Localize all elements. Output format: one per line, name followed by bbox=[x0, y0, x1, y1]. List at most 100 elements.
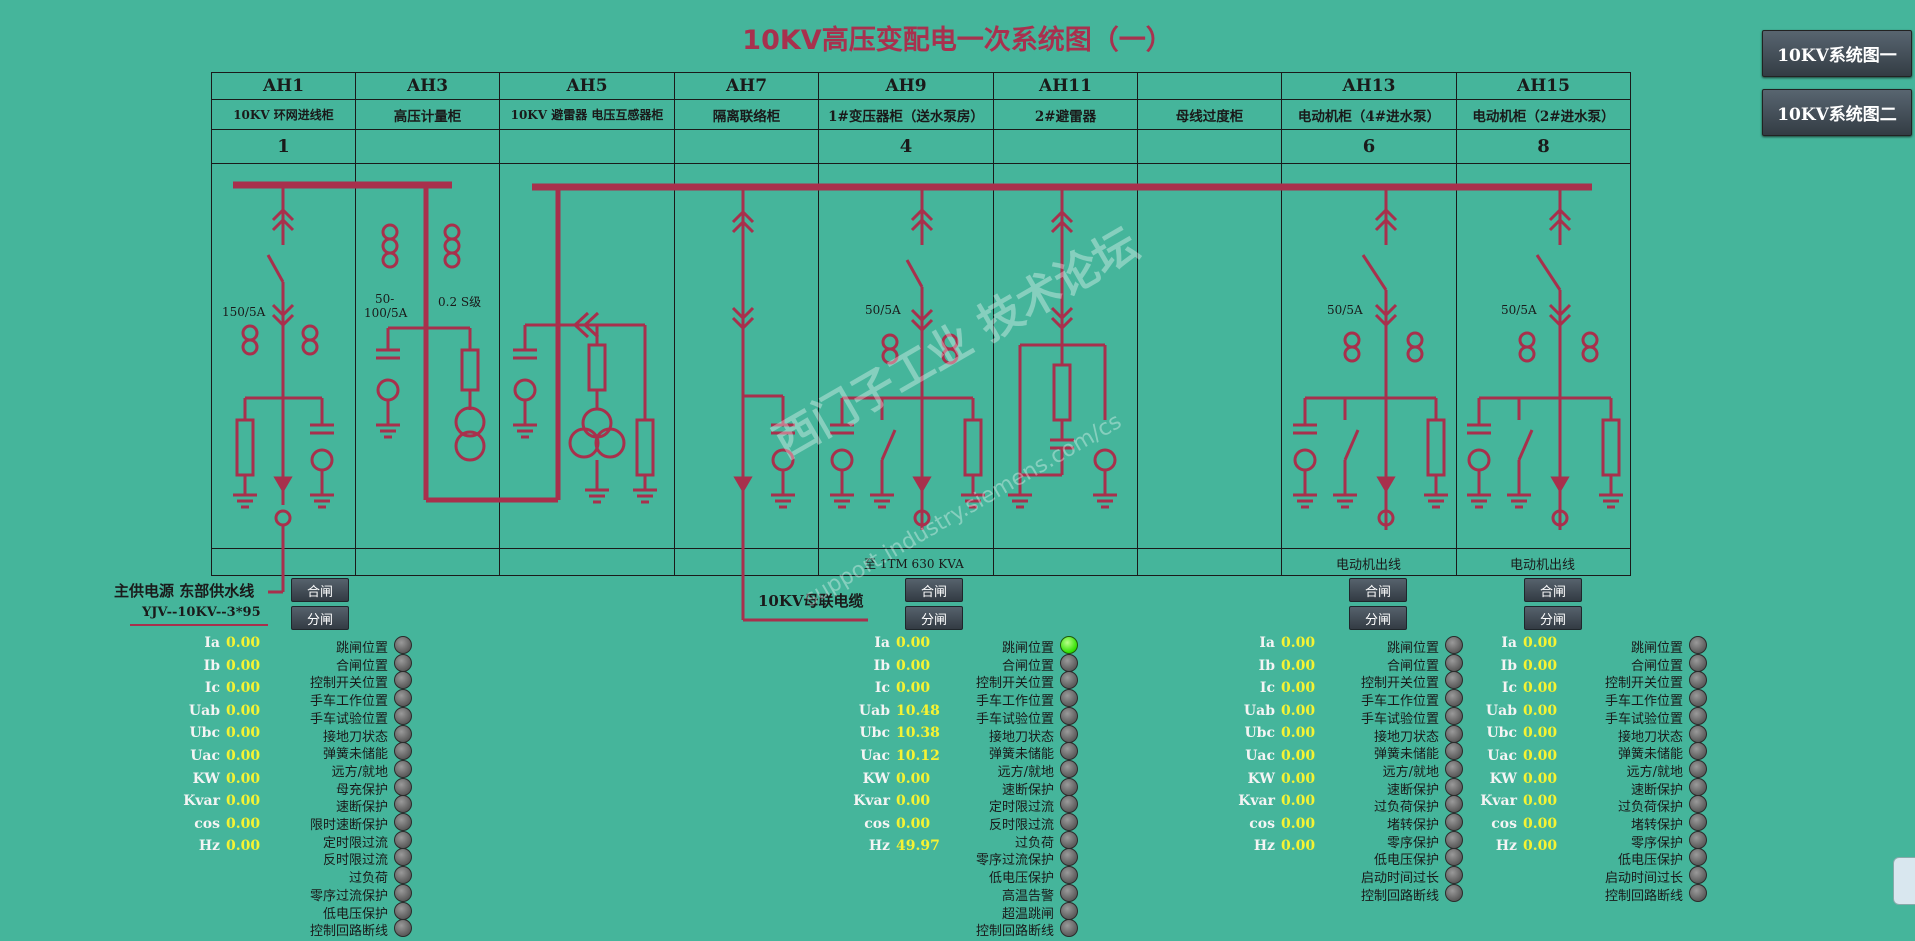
status-indicator-icon bbox=[1060, 777, 1078, 796]
close-button-ah1[interactable]: 合闸 bbox=[291, 578, 349, 602]
status-indicator-icon bbox=[1689, 830, 1707, 849]
status-indicator-icon bbox=[394, 901, 412, 920]
nav-system-diagram-2-button[interactable]: 10KV系统图二 bbox=[1762, 89, 1912, 136]
status-indicator-icon bbox=[1689, 653, 1707, 672]
measurement-value: 10.12 bbox=[896, 748, 940, 764]
open-button-ah15[interactable]: 分闸 bbox=[1524, 606, 1582, 630]
status-row: 堵转保护 bbox=[1265, 813, 1465, 833]
cabinet-code-ah11: AH11 bbox=[1039, 76, 1092, 96]
status-row: 控制回路断线 bbox=[880, 919, 1080, 940]
ct-ratio-ah13: 50/5A bbox=[1327, 303, 1363, 317]
measurement-value: 0.00 bbox=[1523, 725, 1558, 742]
measurement-value: 0.00 bbox=[226, 838, 261, 855]
close-button-ah9[interactable]: 合闸 bbox=[905, 578, 963, 602]
status-indicator-icon bbox=[1060, 901, 1078, 920]
status-row: 母充保护 bbox=[214, 777, 414, 798]
status-indicator-icon bbox=[394, 653, 412, 672]
measurement-label: Ib bbox=[873, 657, 890, 674]
status-row: 控制开关位置 bbox=[880, 671, 1080, 692]
status-indicator-icon bbox=[394, 671, 412, 690]
status-indicator-icon bbox=[1445, 742, 1463, 761]
status-row: 合闸位置 bbox=[1509, 653, 1709, 674]
open-button-ah1[interactable]: 分闸 bbox=[291, 606, 349, 630]
status-row: 速断保护 bbox=[1265, 777, 1465, 798]
measurement-label: Kvar bbox=[1238, 793, 1275, 810]
status-row: 过负荷 bbox=[880, 830, 1080, 851]
measurement-label: Ia bbox=[874, 635, 890, 651]
ct-ratio-ah1: 150/5A bbox=[222, 305, 266, 319]
status-row: 合闸位置 bbox=[880, 653, 1080, 674]
measurement-label: cos bbox=[1491, 815, 1517, 832]
status-indicator-icon bbox=[394, 866, 412, 885]
status-indicator-icon bbox=[1060, 919, 1078, 938]
close-button-ah15[interactable]: 合闸 bbox=[1524, 578, 1582, 602]
status-row: 手车工作位置 bbox=[880, 689, 1080, 709]
measurement-label: cos bbox=[864, 815, 890, 832]
measurement-value: 0.00 bbox=[1523, 838, 1558, 855]
measurement-label: Kvar bbox=[853, 793, 890, 810]
status-row: 低电压保护 bbox=[214, 901, 414, 922]
measurement-label: cos bbox=[1249, 815, 1275, 832]
measurement-label: Kvar bbox=[1480, 793, 1517, 810]
measurement-value: 0.00 bbox=[226, 657, 261, 674]
status-row: 速断保护 bbox=[214, 795, 414, 815]
status-indicator-icon bbox=[394, 777, 412, 796]
status-label: 控制回路断线 bbox=[309, 924, 388, 940]
status-indicator-icon bbox=[394, 689, 412, 708]
status-label: 远方/就地 bbox=[997, 764, 1054, 780]
status-row: 弹簧未储能 bbox=[214, 742, 414, 762]
measurement-label: Hz bbox=[198, 838, 220, 855]
status-label: 手车工作位置 bbox=[309, 694, 388, 710]
status-row: 定时限过流 bbox=[880, 795, 1080, 815]
open-button-ah13[interactable]: 分闸 bbox=[1349, 606, 1407, 630]
status-indicator-icon bbox=[1060, 795, 1078, 814]
status-label: 跳闸位置 bbox=[1001, 641, 1054, 656]
status-label: 接地刀状态 bbox=[988, 729, 1054, 745]
cabinet-code-ah5: AH5 bbox=[566, 76, 608, 96]
status-indicator-icon bbox=[1445, 777, 1463, 796]
status-label: 控制开关位置 bbox=[975, 676, 1054, 692]
measurement-label: Uac bbox=[860, 748, 890, 764]
measurement-value: 0.00 bbox=[226, 748, 261, 764]
status-indicator-icon bbox=[1689, 813, 1707, 831]
status-row: 控制回路断线 bbox=[214, 919, 414, 940]
open-button-ah9[interactable]: 分闸 bbox=[905, 606, 963, 630]
status-label: 合闸位置 bbox=[1386, 658, 1439, 674]
status-indicator-icon bbox=[1689, 866, 1707, 885]
status-row: 零序保护 bbox=[1509, 830, 1709, 851]
status-row: 过负荷保护 bbox=[1509, 795, 1709, 815]
status-row: 超温跳闸 bbox=[880, 901, 1080, 922]
status-indicator-icon bbox=[394, 883, 412, 902]
measurement-label: Kvar bbox=[183, 793, 220, 810]
status-label: 合闸位置 bbox=[1001, 658, 1054, 674]
nav-system-diagram-1-button[interactable]: 10KV系统图一 bbox=[1762, 30, 1912, 77]
measurement-value: 0.00 bbox=[226, 793, 261, 810]
status-label: 低电压保护 bbox=[1617, 853, 1683, 869]
status-label: 控制回路断线 bbox=[975, 924, 1054, 940]
status-row: 反时限过流 bbox=[214, 848, 414, 868]
measurement-value: 0.00 bbox=[1281, 657, 1316, 674]
status-row: 控制回路断线 bbox=[1509, 883, 1709, 904]
status-row: 手车试验位置 bbox=[1265, 706, 1465, 727]
status-row: 手车试验位置 bbox=[214, 706, 414, 727]
status-indicator-icon bbox=[1060, 636, 1078, 654]
status-label: 过负荷 bbox=[1014, 835, 1054, 851]
measurement-value: 0.00 bbox=[226, 725, 261, 742]
status-row: 接地刀状态 bbox=[1509, 724, 1709, 745]
measurement-label: Ia bbox=[1501, 635, 1517, 651]
measurement-label: Ubc bbox=[1486, 725, 1517, 742]
measurement-label: Hz bbox=[1495, 838, 1517, 855]
side-panel-toggle-icon[interactable] bbox=[1893, 857, 1915, 905]
measurement-label: Uac bbox=[1245, 748, 1275, 764]
status-row: 远方/就地 bbox=[1265, 759, 1465, 780]
measurement-value: 0.00 bbox=[226, 815, 261, 832]
measurement-label: Uab bbox=[1243, 702, 1275, 719]
measurement-value: 10.48 bbox=[896, 702, 940, 719]
status-indicator-icon bbox=[1060, 689, 1078, 708]
status-indicator-icon bbox=[394, 636, 412, 654]
status-label: 手车工作位置 bbox=[1360, 694, 1439, 710]
status-row: 远方/就地 bbox=[214, 759, 414, 780]
status-indicator-icon bbox=[394, 795, 412, 814]
close-button-ah13[interactable]: 合闸 bbox=[1349, 578, 1407, 602]
